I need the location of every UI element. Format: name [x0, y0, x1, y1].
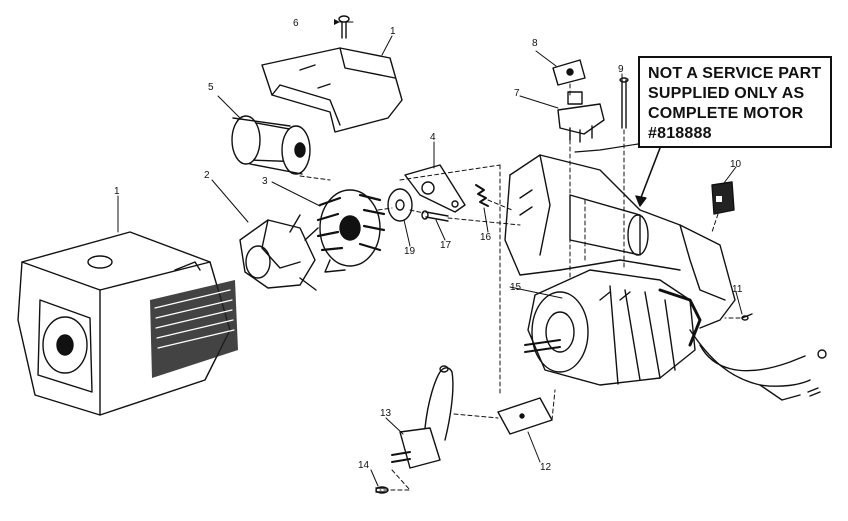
capacitor-cover-part — [261, 47, 403, 133]
washer-part — [387, 188, 413, 222]
label-5: 5 — [208, 82, 214, 93]
spring-part — [475, 184, 489, 207]
motor-body-part — [524, 269, 702, 386]
label-7: 7 — [514, 88, 520, 99]
label-19: 19 — [404, 246, 416, 257]
service-note-line-3: COMPLETE MOTOR — [648, 105, 804, 122]
label-8: 8 — [532, 38, 538, 49]
motor-cover-part — [17, 231, 238, 416]
part-labels: 1 1 2 3 4 5 6 7 8 9 10 11 12 13 14 15 16… — [114, 18, 743, 473]
label-6: 6 — [293, 18, 299, 29]
label-13: 13 — [380, 408, 392, 419]
label-17: 17 — [440, 240, 452, 251]
label-3: 3 — [262, 176, 268, 187]
limit-switch-part — [391, 365, 454, 469]
service-note-line-1: NOT A SERVICE PART — [648, 65, 822, 82]
label-2: 2 — [204, 170, 210, 181]
label-11: 11 — [732, 284, 743, 295]
bolt-17-part — [421, 210, 449, 222]
label-4: 4 — [430, 132, 436, 143]
label-1-top: 1 — [390, 26, 396, 37]
label-15: 15 — [510, 282, 522, 293]
callout-arrow — [574, 143, 661, 207]
leader-lines — [117, 21, 743, 487]
service-note-line-2: SUPPLIED ONLY AS — [648, 85, 805, 102]
capacitor-part — [231, 115, 311, 175]
label-9: 9 — [618, 64, 624, 75]
label-14: 14 — [358, 460, 370, 471]
screw-11-part — [741, 313, 753, 321]
fan-part — [316, 189, 386, 273]
connector-part — [711, 181, 735, 215]
screw-9-part — [619, 77, 629, 129]
label-12: 12 — [540, 462, 552, 473]
screw-6-part — [338, 15, 350, 39]
wiring-harness-part — [689, 329, 827, 401]
label-1: 1 — [114, 186, 120, 197]
switch-bracket-part — [497, 397, 553, 435]
motor-housing-part — [504, 154, 736, 329]
service-note-box: NOT A SERVICE PART SUPPLIED ONLY AS COMP… — [638, 56, 832, 148]
switch-7-part — [557, 91, 605, 143]
plate-8-part — [552, 59, 586, 86]
service-note-line-4: #818888 — [648, 125, 712, 142]
label-10: 10 — [730, 159, 742, 170]
assembly-guide-lines — [299, 83, 741, 491]
screw-6-arrow — [334, 19, 340, 25]
end-bell-part — [239, 214, 319, 291]
label-16: 16 — [480, 232, 492, 243]
